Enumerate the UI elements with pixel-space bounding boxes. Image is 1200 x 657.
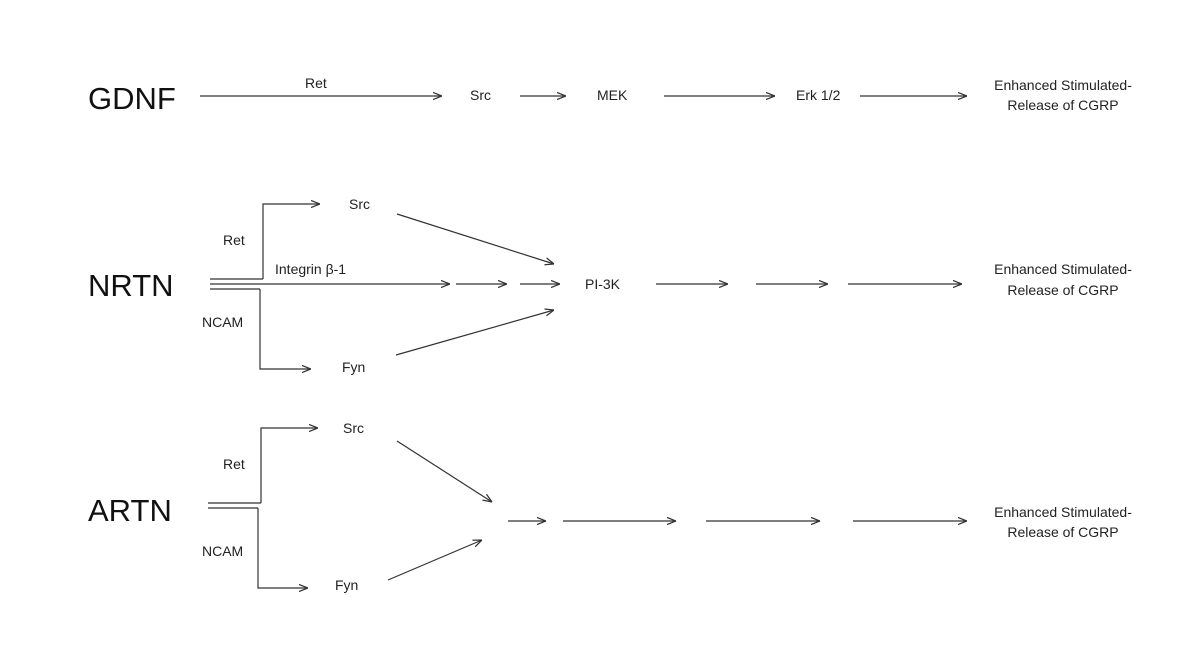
gdnf-label: GDNF <box>88 81 176 116</box>
artn-fyn-node: Fyn <box>335 577 358 593</box>
nrtn-fyn-node: Fyn <box>342 359 365 375</box>
artn-label: ARTN <box>88 493 172 528</box>
artn-pathway: ARTN Ret Src NCAM Fyn Enhanced Stimulate… <box>88 420 1132 593</box>
nrtn-ncam-label: NCAM <box>202 314 243 330</box>
nrtn-outcome-line2: Release of CGRP <box>1007 282 1118 298</box>
nrtn-ncam-branch-arrow <box>259 289 311 369</box>
gdnf-ret-label: Ret <box>305 75 327 91</box>
artn-src-converge-arrow <box>396 440 492 502</box>
gdnf-outcome-line1: Enhanced Stimulated- <box>994 77 1132 93</box>
artn-fyn-converge-arrow <box>387 540 482 581</box>
nrtn-fyn-pi3k-arrow <box>395 310 554 356</box>
nrtn-pathway: NRTN Ret Src Integrin β-1 NCAM Fyn PI-3K… <box>88 196 1132 375</box>
nrtn-pi3k-node: PI-3K <box>585 276 621 292</box>
artn-outcome-line2: Release of CGRP <box>1007 524 1118 540</box>
artn-ncam-label: NCAM <box>202 543 243 559</box>
artn-ncam-branch-arrow <box>257 508 308 588</box>
nrtn-label: NRTN <box>88 268 174 303</box>
artn-outcome-line1: Enhanced Stimulated- <box>994 504 1132 520</box>
nrtn-src-pi3k-arrow <box>396 213 554 264</box>
artn-src-node: Src <box>343 420 364 436</box>
nrtn-integrin-label: Integrin β-1 <box>275 261 346 277</box>
gdnf-erk-node: Erk 1/2 <box>796 87 841 103</box>
gdnf-src-node: Src <box>470 87 491 103</box>
gdnf-mek-node: MEK <box>597 87 628 103</box>
nrtn-outcome-line1: Enhanced Stimulated- <box>994 261 1132 277</box>
gdnf-outcome-line2: Release of CGRP <box>1007 97 1118 113</box>
artn-ret-branch-arrow <box>260 428 318 503</box>
gdnf-pathway: GDNF Ret Src MEK Erk 1/2 Enhanced Stimul… <box>88 75 1132 116</box>
artn-ret-label: Ret <box>223 456 245 472</box>
nrtn-src-node: Src <box>349 196 370 212</box>
nrtn-ret-label: Ret <box>223 232 245 248</box>
nrtn-ret-branch-arrow <box>262 204 320 279</box>
